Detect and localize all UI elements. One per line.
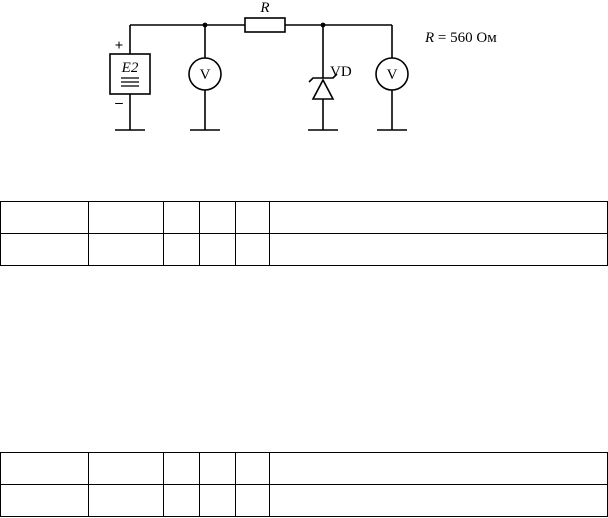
table-cell[interactable] <box>163 452 200 485</box>
table-cell[interactable] <box>235 201 270 234</box>
table-cell[interactable] <box>235 233 270 266</box>
diode-label: VD <box>330 64 352 80</box>
voltmeter-right-label: V <box>387 67 398 83</box>
table-cell[interactable] <box>88 201 164 234</box>
diode-body <box>311 78 335 100</box>
resistor-label: R <box>259 0 269 16</box>
resistance-note: R = 560 Ом <box>424 30 497 46</box>
table-cell[interactable] <box>88 452 164 485</box>
table-cell[interactable] <box>199 233 236 266</box>
table-row <box>0 484 608 517</box>
table-2 <box>0 452 608 517</box>
table-cell[interactable] <box>163 484 200 517</box>
table-cell[interactable] <box>163 233 200 266</box>
table-2-body <box>0 452 608 517</box>
source-minus-sign: – <box>114 95 123 111</box>
table-cell[interactable] <box>269 201 608 234</box>
resistance-note-symbol: R <box>424 30 434 46</box>
table-cell[interactable] <box>199 452 236 485</box>
table-cell[interactable] <box>88 233 164 266</box>
table-row <box>0 201 608 234</box>
table-cell[interactable] <box>199 484 236 517</box>
circuit-diagram: R + – E2 V V VD R = 560 Ом <box>109 0 497 131</box>
junction-dot-left <box>202 22 208 28</box>
resistor <box>244 17 286 33</box>
diode-cathode-bar <box>308 73 338 83</box>
resistance-note-value: = 560 Ом <box>434 30 497 46</box>
table-cell[interactable] <box>0 484 89 517</box>
source-label: E2 <box>121 60 139 76</box>
table-cell[interactable] <box>88 484 164 517</box>
table-cell[interactable] <box>269 233 608 266</box>
table-row <box>0 233 608 266</box>
table-cell[interactable] <box>163 201 200 234</box>
table-cell[interactable] <box>0 452 89 485</box>
voltmeter-right <box>375 57 409 91</box>
table-cell[interactable] <box>269 484 608 517</box>
junction-dot-right <box>320 22 326 28</box>
table-row <box>0 452 608 485</box>
table-cell[interactable] <box>235 484 270 517</box>
voltmeter-left-label: V <box>200 67 211 83</box>
voltmeter-left <box>188 57 222 91</box>
table-1-body <box>0 201 608 266</box>
source-plus-sign: + <box>115 38 124 54</box>
table-cell[interactable] <box>269 452 608 485</box>
table-cell[interactable] <box>235 452 270 485</box>
table-cell[interactable] <box>0 233 89 266</box>
table-cell[interactable] <box>0 201 89 234</box>
table-cell[interactable] <box>199 201 236 234</box>
table-1 <box>0 201 608 266</box>
source-box <box>109 53 151 95</box>
